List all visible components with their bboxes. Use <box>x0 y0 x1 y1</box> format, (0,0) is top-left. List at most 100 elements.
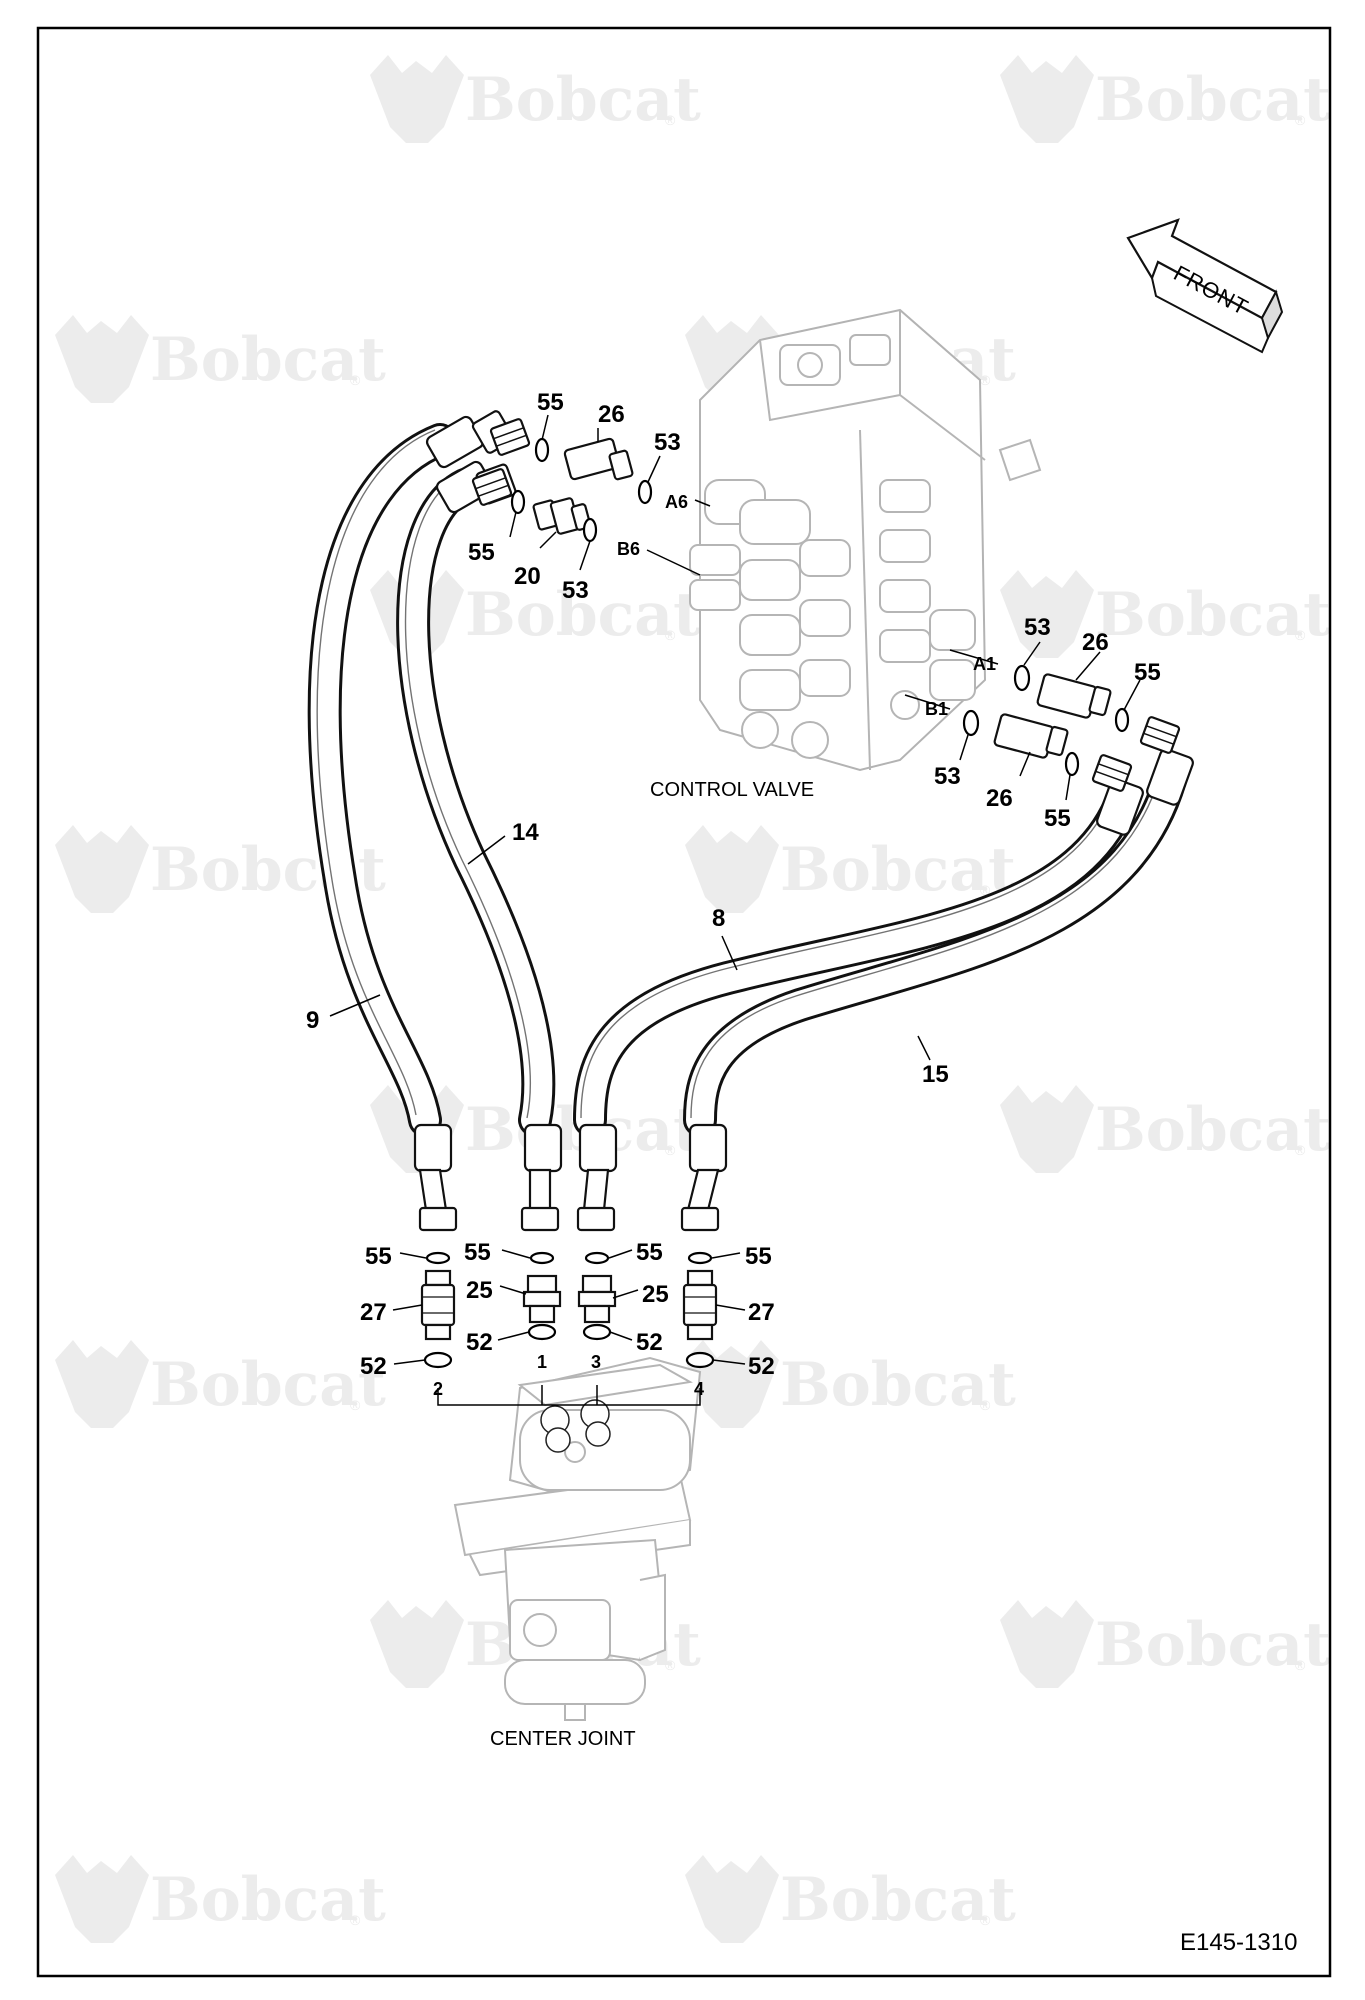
callout-9: 9 <box>306 1007 319 1034</box>
callout-25: 25 <box>642 1281 669 1308</box>
callout-20: 20 <box>514 563 541 590</box>
svg-text:Bobcat: Bobcat <box>1095 65 1331 135</box>
svg-text:Bobcat: Bobcat <box>150 325 386 395</box>
control-valve-label: CONTROL VALVE <box>650 779 814 801</box>
drawing-id: E145-1310 <box>1180 1929 1297 1956</box>
adapter-25-port-3 <box>577 1274 617 1324</box>
svg-text:®: ® <box>980 882 991 898</box>
adapter-27-port-4 <box>682 1269 718 1341</box>
callout-27: 27 <box>360 1299 387 1326</box>
hose-8 <box>573 788 1137 1137</box>
svg-text:®: ® <box>980 372 991 388</box>
hose-lower-ends <box>413 1123 728 1232</box>
callout-14: 14 <box>512 819 539 846</box>
svg-text:Bobcat: Bobcat <box>1095 1610 1331 1680</box>
watermark: Bobcat ® <box>685 1340 1016 1428</box>
svg-text:Bobcat: Bobcat <box>780 1350 1016 1420</box>
svg-text:Bobcat: Bobcat <box>465 65 701 135</box>
callout-55: 55 <box>1044 805 1071 832</box>
hose-15-upper-end <box>1146 748 1194 806</box>
svg-text:Bobcat: Bobcat <box>1095 1095 1331 1165</box>
adapter-27-port-2 <box>420 1269 456 1341</box>
center-joint-label: CENTER JOINT <box>490 1728 636 1750</box>
adapter-25-port-1 <box>522 1274 562 1324</box>
callout-55: 55 <box>745 1243 772 1270</box>
svg-text:®: ® <box>1295 112 1306 128</box>
callout-52: 52 <box>636 1329 663 1356</box>
callout-55: 55 <box>468 539 495 566</box>
watermark: Bobcat ® <box>55 315 386 403</box>
watermark: Bobcat ® <box>55 1340 386 1428</box>
hose-9 <box>307 423 457 1137</box>
watermark: Bobcat ® <box>1000 1085 1331 1173</box>
port-2-label: 2 <box>433 1379 443 1399</box>
port-3-label: 3 <box>591 1352 601 1372</box>
watermark: Bobcat ® <box>1000 570 1331 658</box>
svg-text:®: ® <box>665 627 676 643</box>
callout-52: 52 <box>748 1353 775 1380</box>
watermark: Bobcat ® <box>1000 55 1331 143</box>
svg-text:®: ® <box>980 1397 991 1413</box>
watermark: Bobcat ® <box>370 55 701 143</box>
hose-8-upper-end <box>1096 778 1144 836</box>
callout-53: 53 <box>934 763 961 790</box>
callout-25: 25 <box>466 1277 493 1304</box>
callout-15: 15 <box>922 1061 949 1088</box>
callout-8: 8 <box>712 905 725 932</box>
svg-text:®: ® <box>665 112 676 128</box>
o-rings-52-lower <box>423 1323 715 1369</box>
callout-55: 55 <box>1134 659 1161 686</box>
port-bracket <box>437 1385 701 1406</box>
callout-26: 26 <box>986 785 1013 812</box>
callout-52: 52 <box>360 1353 387 1380</box>
port-1-label: 1 <box>537 1352 547 1372</box>
drawing-frame <box>36 26 1332 1978</box>
adapter-26-a6 <box>563 437 634 481</box>
front-direction-arrow: FRONT <box>1126 218 1284 354</box>
callout-27: 27 <box>748 1299 775 1326</box>
svg-text:Bobcat: Bobcat <box>150 1350 386 1420</box>
watermark: Bobcat ® <box>370 570 701 658</box>
control-valve-illustration <box>689 308 1042 772</box>
adapter-20-b6 <box>532 497 592 535</box>
svg-text:®: ® <box>980 1912 991 1928</box>
svg-text:®: ® <box>350 1397 361 1413</box>
adapter-26-a1 <box>1036 673 1112 719</box>
hose-15 <box>683 763 1187 1137</box>
svg-text:Bobcat: Bobcat <box>465 580 701 650</box>
svg-text:®: ® <box>350 1912 361 1928</box>
svg-text:Bobcat: Bobcat <box>780 835 1016 905</box>
watermark: Bobcat ® <box>55 1855 386 1943</box>
port-a6-label: A6 <box>665 492 688 512</box>
svg-text:Bobcat: Bobcat <box>780 1865 1016 1935</box>
watermark: Bobcat ® <box>685 825 1016 913</box>
svg-text:®: ® <box>665 1142 676 1158</box>
o-rings-upper <box>510 437 1130 777</box>
swivel-nut-a1 <box>1139 715 1181 755</box>
callout-26: 26 <box>1082 629 1109 656</box>
callout-55: 55 <box>636 1239 663 1266</box>
callout-52: 52 <box>466 1329 493 1356</box>
center-joint-illustration <box>453 1356 702 1721</box>
o-rings-55-lower <box>425 1251 713 1265</box>
watermark: Bobcat ® <box>1000 1600 1331 1688</box>
callout-55: 55 <box>537 389 564 416</box>
port-b1-label: B1 <box>925 699 948 719</box>
adapter-26-b1 <box>993 713 1069 759</box>
port-b6-label: B6 <box>617 539 640 559</box>
svg-text:®: ® <box>665 1657 676 1673</box>
callout-53: 53 <box>654 429 681 456</box>
svg-text:Bobcat: Bobcat <box>1095 580 1331 650</box>
hose-14 <box>396 468 556 1137</box>
svg-text:®: ® <box>1295 1142 1306 1158</box>
svg-text:®: ® <box>350 372 361 388</box>
svg-text:Bobcat: Bobcat <box>150 1865 386 1935</box>
svg-text:®: ® <box>1295 627 1306 643</box>
callout-55: 55 <box>464 1239 491 1266</box>
svg-text:®: ® <box>1295 1657 1306 1673</box>
callout-53: 53 <box>562 577 589 604</box>
watermark: Bobcat ® <box>685 1855 1016 1943</box>
callout-26: 26 <box>598 401 625 428</box>
port-4-label: 4 <box>694 1379 704 1399</box>
